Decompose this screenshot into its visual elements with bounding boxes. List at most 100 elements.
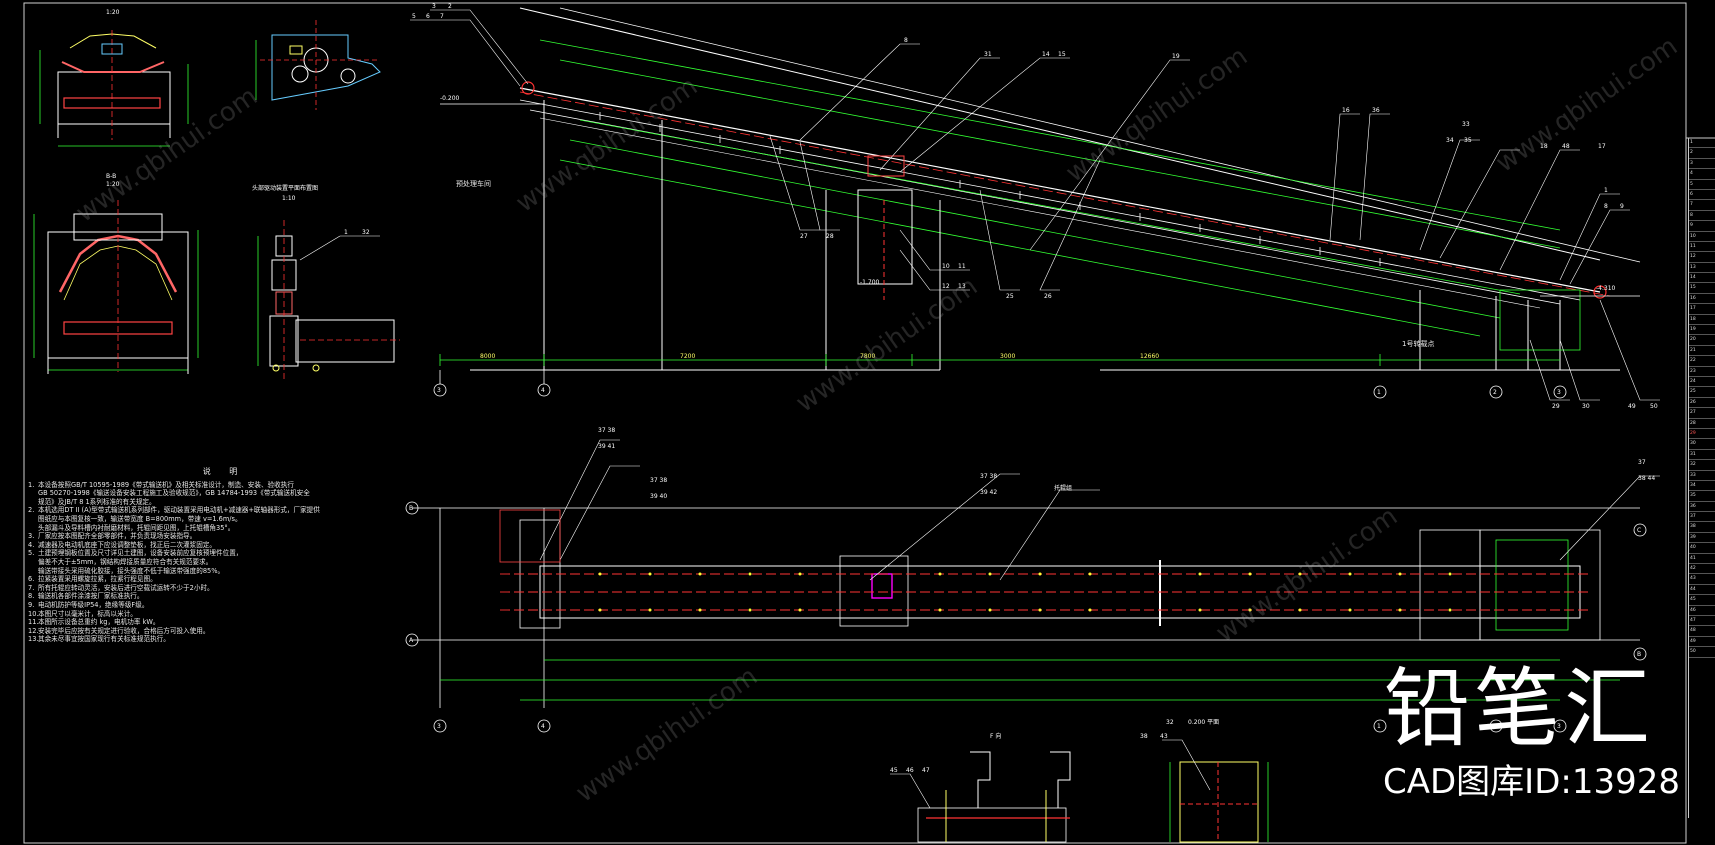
- part-31: 31: [984, 51, 992, 58]
- title-block-row: 49: [1689, 637, 1715, 648]
- part-11: 11: [958, 263, 966, 270]
- part-3: 3: [432, 3, 436, 10]
- note-text: 本图所示设备总重约 kg，电机功率 kW。: [38, 618, 160, 627]
- title-block-row: 23: [1689, 367, 1715, 377]
- title-block-row: 44: [1689, 585, 1715, 596]
- note-text: 规范》及JB/T 8 1系列标准的有关规定。: [38, 497, 156, 506]
- note-number: [28, 558, 38, 567]
- note-number: 11.: [28, 618, 39, 627]
- head-drive-plan: 头部驱动装置平面布置图 1:10 1 32: [252, 184, 400, 380]
- title-block-row: 8: [1689, 211, 1715, 222]
- note-number: 3.: [28, 532, 35, 541]
- part-8: 8: [904, 37, 908, 44]
- part-34: 34: [1446, 137, 1454, 144]
- title-block-row: 18: [1689, 315, 1715, 326]
- title-block-row: 16: [1689, 294, 1715, 305]
- note-text: 偏差不大于±5mm，钢结构焊接质量应符合有关规范要求。: [38, 557, 213, 566]
- plan-leader-7: 37: [1638, 459, 1646, 466]
- note-number: 2.: [28, 506, 35, 515]
- section-view-bb: B-B 1:20: [33, 173, 199, 374]
- note-line: GB 50270-1998《输送设备安装工程施工及验收规范》，GB 14784-…: [28, 489, 420, 498]
- note-line: 7.所有托辊应转动灵活，安装后进行空载试运转不少于2小时。: [28, 584, 420, 593]
- note-number: [28, 489, 38, 498]
- dim-bottom-1: 8000: [480, 353, 495, 360]
- head-drive-leader-1: 1: [344, 229, 348, 236]
- note-line: 图纸应与本图复核一致，输送带宽度 B=800mm，带速 v=1.6m/s。: [28, 515, 420, 524]
- part-36: 36: [1372, 107, 1380, 114]
- note-number: 13.: [28, 635, 39, 644]
- note-line: 10.本图尺寸以毫米计，标高以米计。: [28, 610, 420, 619]
- plan0200-leader-38: 38: [1140, 733, 1148, 740]
- note-line: 6.拉紧装置采用螺旋拉紧，拉紧行程见图。: [28, 575, 420, 584]
- title-block-row: 33: [1689, 471, 1715, 481]
- note-text: 拉紧装置采用螺旋拉紧，拉紧行程见图。: [38, 575, 157, 584]
- note-number: [28, 498, 38, 507]
- note-text: 所有托辊应转动灵活，安装后进行空载试运转不少于2小时。: [38, 583, 214, 592]
- title-block-row: 32: [1689, 460, 1715, 471]
- right-elevation: -4.310: [1596, 285, 1616, 292]
- note-number: 12.: [28, 626, 39, 635]
- title-block-row: 40: [1689, 543, 1715, 554]
- plan-leader-4: 39 40: [650, 493, 667, 500]
- note-text: 头部漏斗及导料槽内衬耐磨材料，托辊间距见图，上托辊槽角35°。: [38, 523, 235, 532]
- brand-id: CAD图库ID:13928: [1383, 762, 1681, 802]
- dim-bottom-3: 7800: [860, 353, 875, 360]
- left-elevation: -0.200: [440, 95, 460, 102]
- note-number: 4.: [28, 540, 35, 549]
- plan-leader-8: 38 44: [1638, 475, 1655, 482]
- notes-block: 说 明 1.本设备按照GB/T 10595-1989《带式输送机》及相关标准设计…: [28, 467, 420, 644]
- title-block-row: 43: [1689, 574, 1715, 585]
- plan0200-leader-32: 32: [1166, 719, 1174, 726]
- part-5: 5: [412, 13, 416, 20]
- title-block-row: 1: [1689, 138, 1715, 149]
- part-48: 48: [1562, 143, 1570, 150]
- part-14: 14: [1042, 51, 1050, 58]
- title-block-row: 50: [1689, 647, 1715, 658]
- transfer-label: 1号转载点: [1402, 339, 1434, 348]
- note-line: 输送带接头采用硫化胶接，接头强度不低于输送带强度的85%。: [28, 567, 420, 576]
- part-6: 6: [426, 13, 430, 20]
- title-block-row: 7: [1689, 200, 1715, 211]
- note-line: 5.土建预埋钢板位置及尺寸详见土建图，设备安装前应复核预埋件位置，: [28, 549, 420, 558]
- head-drive-scale: 1:10: [282, 195, 296, 202]
- head-drive-leader-2: 32: [362, 229, 370, 236]
- title-block-row: 10: [1689, 232, 1715, 242]
- note-line: 1.本设备按照GB/T 10595-1989《带式输送机》及相关标准设计，制造、…: [28, 481, 420, 490]
- note-number: [28, 567, 38, 576]
- note-number: 7.: [28, 583, 35, 592]
- dim-bottom-2: 7200: [680, 353, 695, 360]
- brand-logo-text: 铅笔汇: [1384, 659, 1654, 759]
- title-block-row: 5: [1689, 180, 1715, 190]
- f-view: F 向 45 46 47: [890, 732, 1071, 843]
- plan-leader-3: 37 38: [650, 477, 667, 484]
- part-25: 25: [1006, 293, 1014, 300]
- note-number: 6.: [28, 575, 35, 584]
- note-number: 9.: [28, 600, 35, 609]
- title-block-row: 4: [1689, 169, 1715, 180]
- plan-axis-4: 4: [541, 723, 545, 730]
- note-line: 11.本图所示设备总重约 kg，电机功率 kW。: [28, 618, 420, 627]
- part-8b: 8: [1604, 203, 1608, 210]
- title-block-row: 37: [1689, 512, 1715, 523]
- title-block-row: 2: [1689, 148, 1715, 159]
- head-drive-label: 头部驱动装置平面布置图: [252, 184, 318, 192]
- part-26: 26: [1044, 293, 1052, 300]
- plan-axis-2: 2: [1493, 723, 1497, 730]
- part-16: 16: [1342, 107, 1350, 114]
- note-line: 头部漏斗及导料槽内衬耐磨材料，托辊间距见图，上托辊槽角35°。: [28, 524, 420, 533]
- top-small-detail: [255, 20, 381, 110]
- note-line: 12.安装完毕后应按有关规定进行验收，合格后方可投入使用。: [28, 627, 420, 636]
- note-text: 本图尺寸以毫米计，标高以米计。: [38, 609, 137, 618]
- part-13: 13: [958, 283, 966, 290]
- note-text: 电动机防护等级IP54，绝缘等级F级。: [38, 600, 149, 609]
- title-block-row: 48: [1689, 626, 1715, 637]
- plan-0200: 0.200 平面 32 38 43: [1140, 719, 1269, 843]
- part-2: 2: [448, 3, 452, 10]
- note-text: 厂家应按本图配齐全部零部件，并负责现场安装指导。: [38, 532, 197, 541]
- title-block-row: 36: [1689, 502, 1715, 513]
- title-block-row: 25: [1689, 387, 1715, 398]
- plan-leader-5: 37 38: [980, 473, 997, 480]
- plan0200-leader-43: 43: [1160, 733, 1168, 740]
- note-number: 5.: [28, 549, 35, 558]
